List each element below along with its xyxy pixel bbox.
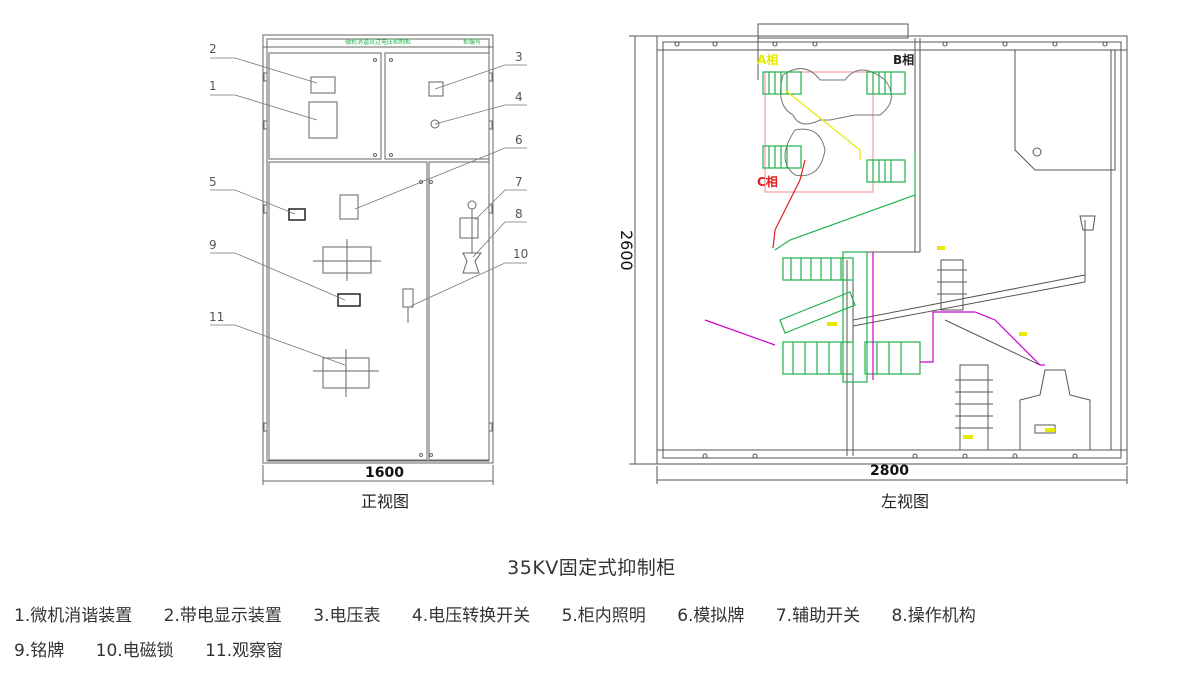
callout-7: 7 [515,175,523,189]
side-view-drawing: A相 B相 C相 2600 [617,23,1128,484]
callout-2: 2 [209,42,217,56]
side-view-caption: 左视图 [880,492,929,511]
legend-item: 8.操作机构 [891,606,976,626]
side-width-label: 2800 [870,463,909,479]
front-view-drawing: 微机消谐及过电压抑制柜 柜编号 2 1 3 4 6 5 7 8 9 10 11 [209,34,528,485]
side-height-label: 2600 [617,230,636,271]
legend-item: 2.带电显示装置 [163,606,282,626]
callout-5: 5 [209,175,217,189]
legend-item: 1.微机消谐装置 [14,606,133,626]
legend-item: 7.辅助开关 [775,606,861,626]
legend-item: 11.观察窗 [205,641,284,661]
page-title: 35KV固定式抑制柜 [507,557,676,579]
front-width-label: 1600 [365,465,404,481]
callout-10: 10 [513,247,528,261]
legend-row-2: 9.铭牌 10.电磁锁 11.观察窗 [14,636,309,661]
legend-row-1: 1.微机消谐装置 2.带电显示装置 3.电压表 4.电压转换开关 5.柜内照明 … [14,601,976,626]
callout-6: 6 [515,133,523,147]
callout-1: 1 [209,79,217,93]
legend-item: 9.铭牌 [14,641,65,661]
callout-9: 9 [209,238,217,252]
phase-b-label: B相 [893,52,914,67]
callout-8: 8 [515,207,523,221]
svg-text:微机消谐及过电压抑制柜: 微机消谐及过电压抑制柜 [345,38,411,46]
svg-text:柜编号: 柜编号 [463,38,481,46]
legend-item: 6.模拟牌 [677,606,745,626]
legend-item: 4.电压转换开关 [411,606,531,626]
front-view-caption: 正视图 [360,492,409,511]
callout-4: 4 [515,90,523,104]
phase-a-label: A相 [757,52,778,67]
legend-item: 10.电磁锁 [95,641,174,661]
phase-c-label: C相 [757,174,778,189]
callout-3: 3 [515,50,523,64]
legend-item: 5.柜内照明 [561,606,646,626]
callout-11: 11 [209,310,224,324]
legend-item: 3.电压表 [313,606,381,626]
